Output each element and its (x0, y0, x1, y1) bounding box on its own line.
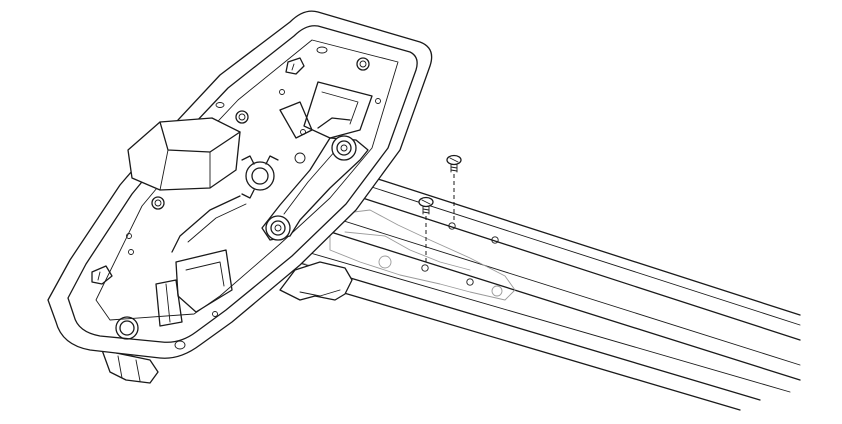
screw (446, 154, 462, 173)
alignment-guide-lines (425, 174, 455, 264)
latch-lever (171, 117, 369, 253)
screw (418, 196, 434, 215)
lower-mechanism (101, 261, 353, 384)
mounting-bracket (47, 10, 433, 359)
slide-rail (289, 169, 801, 411)
